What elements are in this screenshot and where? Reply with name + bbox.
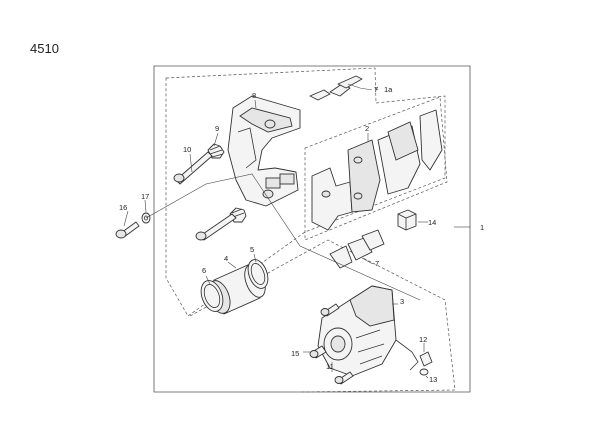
bleeder-cap-13 — [419, 368, 429, 376]
callout-6: 6 — [202, 266, 206, 275]
callout-15: 15 — [291, 349, 299, 358]
guide-pin-10-lower — [195, 213, 237, 241]
callout-17: 17 — [141, 192, 149, 201]
bleeder-screw-12 — [419, 351, 433, 367]
caliper-outline — [189, 239, 456, 393]
leader-lines — [123, 83, 470, 379]
callout-1: 1 — [480, 223, 484, 232]
callout-7-lower: 7 — [375, 259, 379, 268]
bolt-16 — [115, 221, 140, 239]
callout-1a: 1a — [384, 85, 393, 94]
callout-2: 2 — [365, 124, 369, 133]
spring-clip-7-lower — [329, 229, 385, 269]
pad-kit-outline — [304, 96, 448, 241]
caliper-bolt-11-lower — [334, 371, 354, 385]
callout-4: 4 — [224, 254, 228, 263]
callout-14: 14 — [428, 218, 436, 227]
callout-7-upper: 7 — [374, 85, 378, 94]
guide-pin-10-upper — [173, 151, 213, 185]
callout-labels: 1a 7 8 9 10 2 1 14 17 16 4 5 6 7 3 12 15… — [119, 85, 484, 384]
assembly-frame — [153, 65, 471, 393]
callout-13: 13 — [429, 375, 437, 384]
dust-boot-6 — [200, 280, 224, 312]
diagram-title: 4510 — [30, 41, 59, 56]
callout-3: 3 — [400, 297, 404, 306]
caliper-bolt-11-upper — [320, 303, 340, 317]
piston-seal-5 — [247, 259, 269, 289]
callout-9: 9 — [215, 124, 219, 133]
caliper-bracket-8 — [227, 95, 301, 207]
callout-16: 16 — [119, 203, 127, 212]
callout-8: 8 — [252, 91, 256, 100]
callout-5: 5 — [250, 245, 254, 254]
pad-clip-1a — [309, 75, 363, 101]
brake-pads-2 — [311, 109, 443, 231]
anti-rattle-clip-14 — [397, 209, 417, 231]
callout-11: 11 — [326, 362, 334, 371]
callout-12: 12 — [419, 335, 427, 344]
bracket-kit-outline — [165, 67, 446, 317]
guide-pin-boot-9-upper — [207, 143, 225, 159]
bolt-15 — [309, 345, 327, 359]
callout-10: 10 — [183, 145, 191, 154]
